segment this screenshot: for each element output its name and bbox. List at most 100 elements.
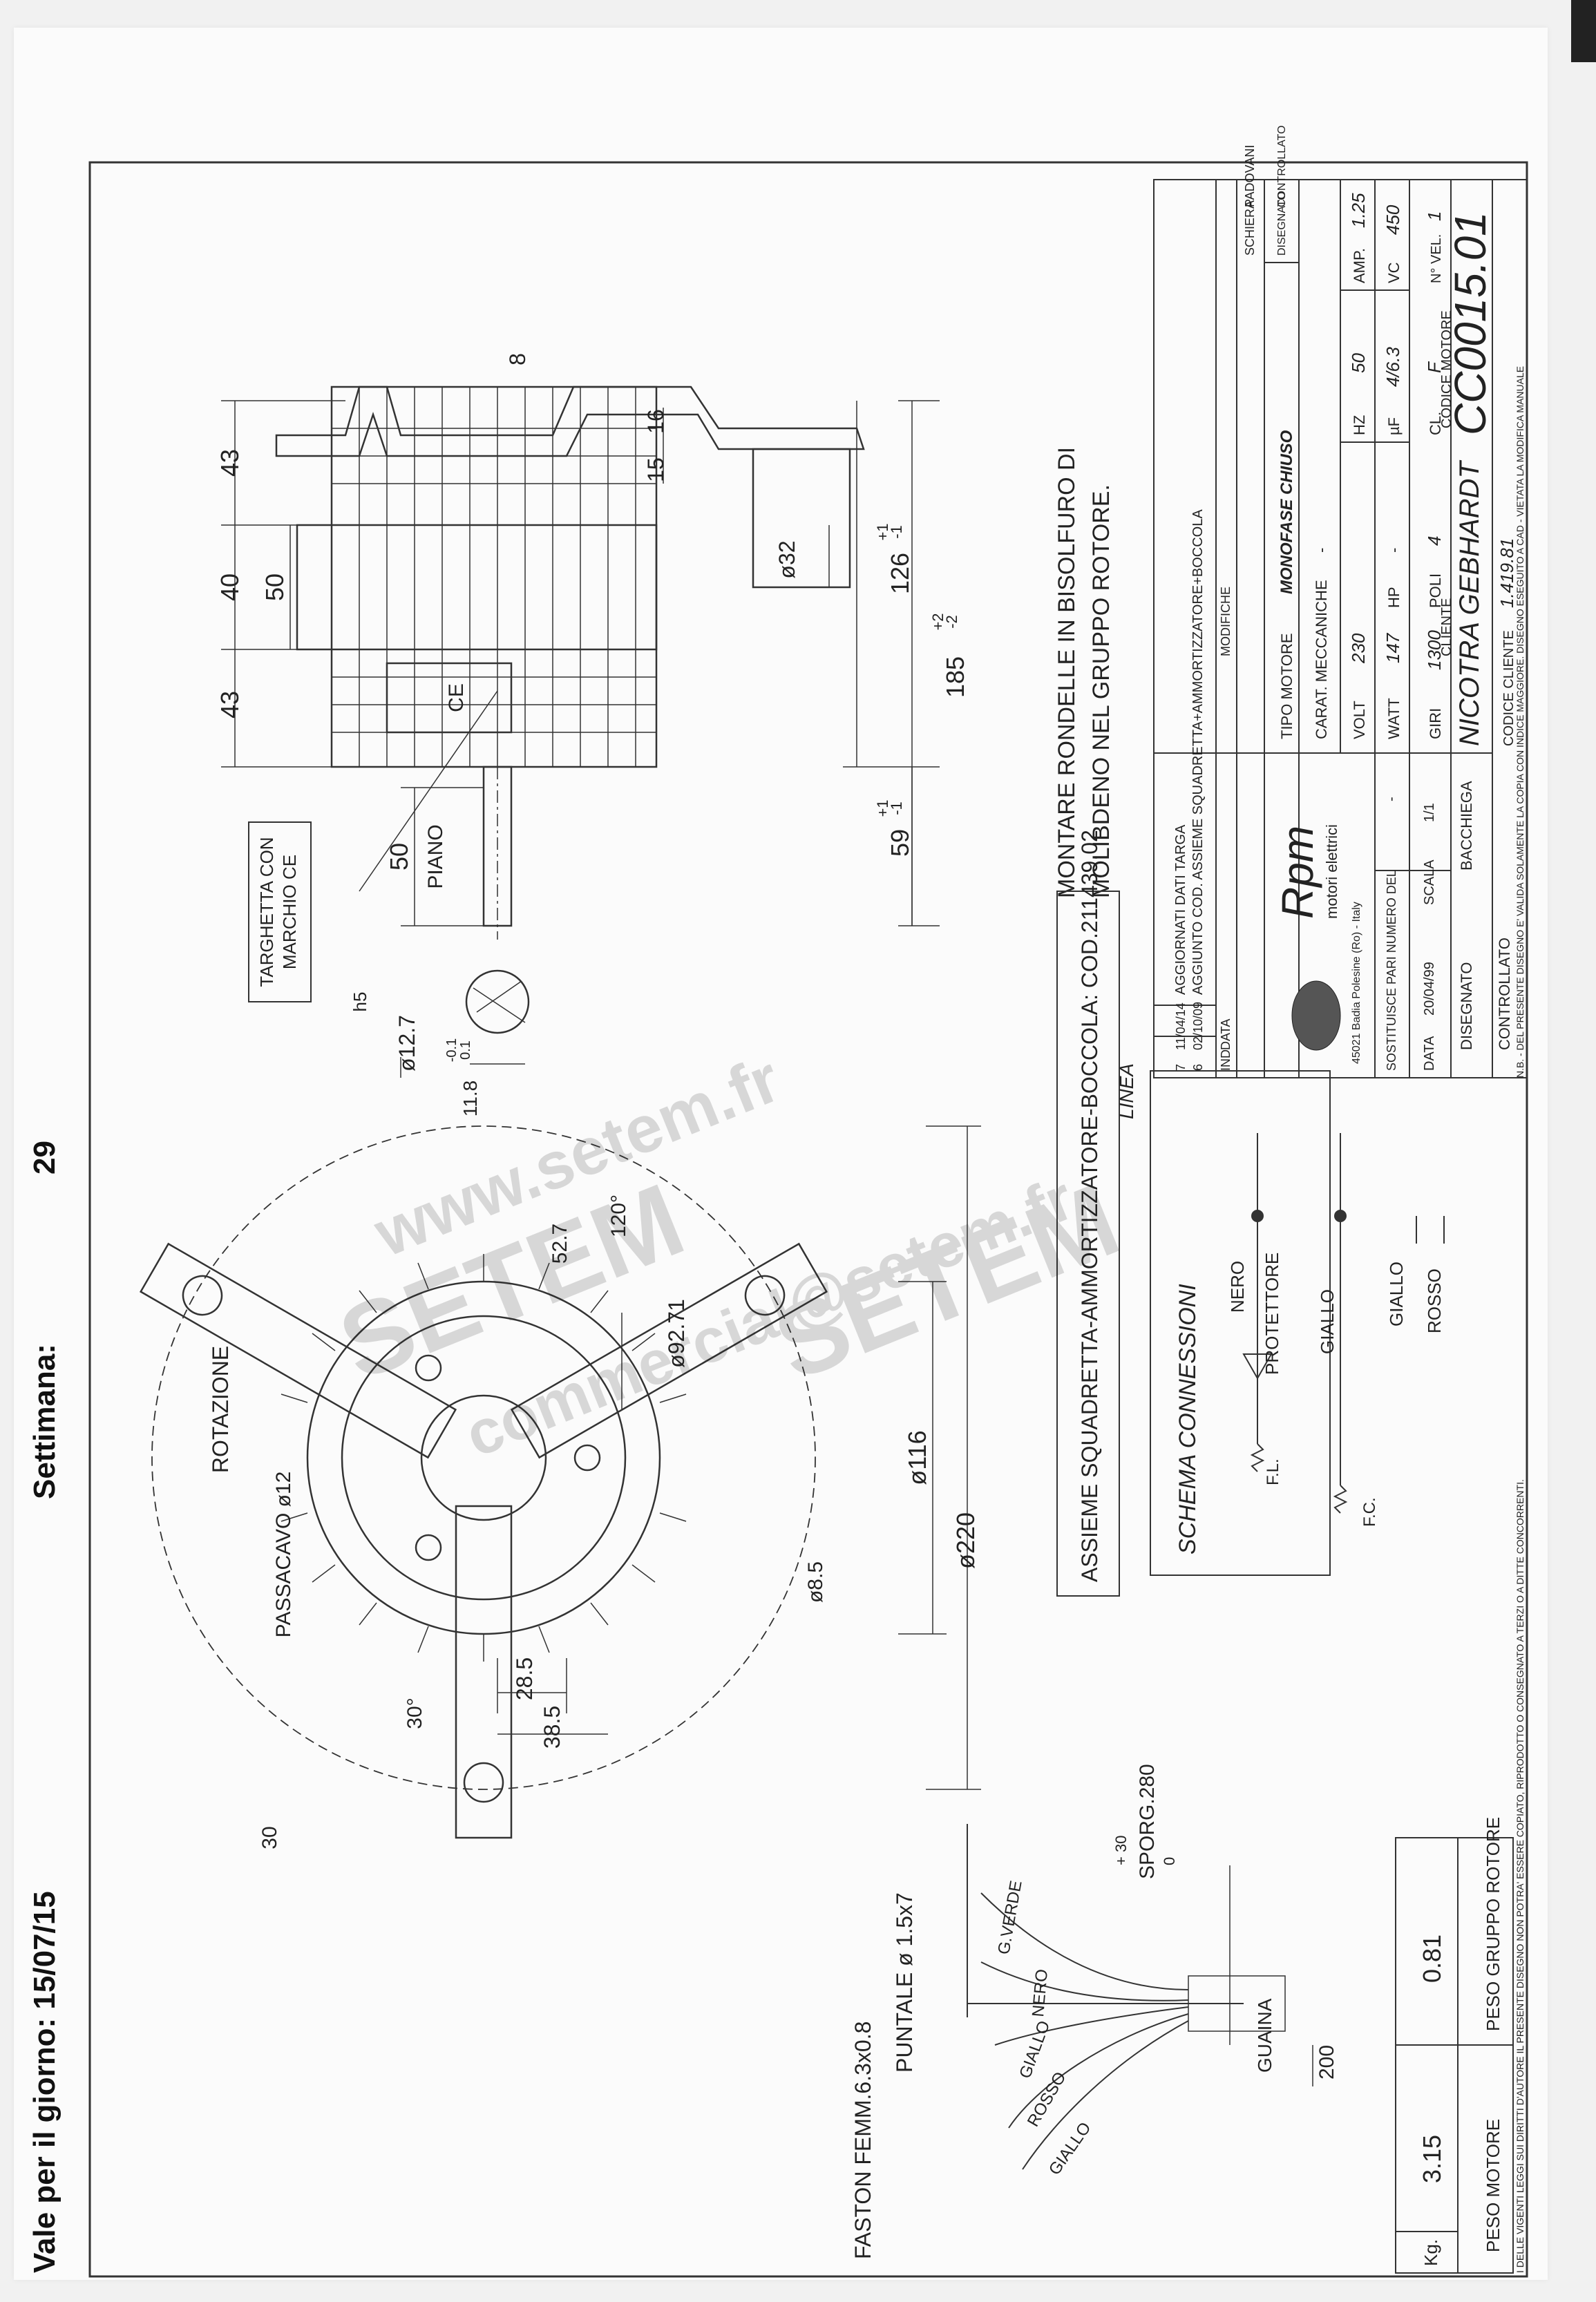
wire-yellow-1: GIALLO: [1016, 2018, 1054, 2081]
weight-unit: Kg.: [1421, 2239, 1441, 2266]
connection-labels: SCHEMA CONNESSIONI LINEA NERO PROTETTORE…: [1116, 1063, 1445, 1554]
dim-120-deg: 120°: [607, 1195, 630, 1237]
rev-hdr-controllato: CONTROLLATO: [1276, 125, 1288, 207]
shaft-tolerance: h5: [350, 992, 370, 1012]
giallo-label-2: GIALLO: [1386, 1262, 1407, 1326]
rotor-weight-label: PESO GRUPPO ROTORE: [1483, 1817, 1503, 2031]
motor-weight: 3.15: [1418, 2135, 1446, 2183]
stator-stack: [296, 524, 658, 651]
dim-185-tol-plus: +2: [929, 613, 947, 630]
rev-7-text: AGGIORNATI DATI TARGA: [1173, 824, 1188, 995]
ce-note-line1: TARGHETTA CON: [256, 837, 277, 987]
replaces-label: SOSTITUISCE PARI NUMERO DEL: [1385, 870, 1398, 1071]
shaft-diameter: ø12.7: [395, 1015, 419, 1072]
amp-label: AMP.: [1351, 248, 1368, 283]
dim-30-deg: 30°: [403, 1697, 426, 1729]
mounting-bracket: [275, 386, 865, 457]
ce-plate: [386, 662, 513, 734]
uf-label: µF: [1385, 417, 1403, 435]
dim-185: 185: [941, 656, 969, 698]
hub: [420, 1394, 547, 1521]
assembly-box: [1056, 891, 1120, 1597]
vc-label: VC: [1385, 262, 1403, 283]
company-logo: Rpm: [1273, 826, 1322, 919]
dim-8: 8: [505, 353, 530, 365]
dim-38-5: 38.5: [540, 1706, 564, 1749]
motor-weight-label: PESO MOTORE: [1483, 2119, 1503, 2252]
ce-note-line2: MARCHIO CE: [279, 855, 300, 969]
cable-drawing: [967, 1824, 1313, 2170]
rev-7-date: 11/04/14: [1174, 1002, 1188, 1050]
dim-116: ø116: [903, 1430, 931, 1485]
flat-label: PIANO: [424, 824, 447, 888]
shaft-flat-tol-plus: -0.1: [444, 1038, 459, 1062]
dim-126: 126: [886, 553, 914, 594]
dim-59-tol-plus: +1: [874, 799, 891, 817]
ce-mark: CE: [445, 683, 468, 712]
notes: MONTARE RONDELLE IN BISOLFURO DI MOLIBDE…: [1054, 447, 1120, 1597]
wire-yellow-2: GIALLO: [1045, 2119, 1095, 2179]
cliente-label: CLIENTE: [1439, 598, 1454, 656]
shaft-flat-dim: 11.8: [459, 1081, 481, 1116]
outer-circle-220: [151, 1125, 816, 1790]
dim-15: 15: [643, 457, 668, 482]
dim-59: 59: [886, 829, 914, 857]
dim-50-shaft: 50: [385, 843, 413, 871]
codice-motore-label: CODICE MOTORE: [1439, 310, 1454, 428]
dim-59-tol-minus: -1: [888, 801, 905, 815]
rev-hdr-disegnato: DISEGNATO: [1276, 191, 1288, 256]
rev-7-ind: 7: [1174, 1064, 1188, 1071]
mech-label: CARAT. MECCANICHE: [1313, 580, 1330, 739]
side-view-labels: 43 40 43 50 8 15 16 ø32 126 +1 -1 185 +2…: [216, 353, 969, 1116]
document-page: [14, 28, 1548, 2280]
connection-schema: [1150, 1070, 1445, 1576]
date-label: DATA: [1422, 1036, 1437, 1071]
puntale-label: PUNTALE ø 1.5x7: [892, 1892, 917, 2073]
dim-43-top: 43: [216, 449, 244, 477]
weight-table: [1395, 1837, 1514, 2274]
watt-value: 147: [1383, 632, 1403, 663]
rev-hdr-data: DATA: [1219, 1019, 1233, 1050]
sporg-tol-plus: + 30: [1112, 1836, 1130, 1865]
checked-by-label: CONTROLLATO: [1496, 938, 1513, 1050]
dim-50-stack: 50: [260, 573, 289, 601]
dim-28-5: 28.5: [512, 1657, 537, 1700]
rev-controllato-by: PADOVANI: [1243, 145, 1257, 207]
linea-label: LINEA: [1116, 1063, 1137, 1119]
washer-note-line2: MOLIBDENO NEL GRUPPO ROTORE.: [1088, 484, 1114, 898]
circle-92: [341, 1315, 627, 1601]
arm-right: [510, 1242, 828, 1459]
cl-label: CL.: [1427, 412, 1444, 435]
rev-hdr-ind: IND: [1219, 1049, 1233, 1071]
sporg-label: SPORG.280: [1136, 1764, 1159, 1879]
cable-entry-label: PASSACAVO ø12: [272, 1472, 295, 1638]
dim-8-5: ø8.5: [804, 1561, 827, 1603]
front-view-labels: ø220 ø116 ø92.71 52.7 120° 30° 28.5 38.5…: [208, 1195, 980, 1849]
giri-value: 1300: [1424, 630, 1445, 670]
rotation-label: ROTAZIONE: [208, 1346, 233, 1473]
rev-6-date: 02/10/09: [1191, 1002, 1205, 1050]
motor-type-value: MONOFASE CHIUSO: [1277, 430, 1296, 594]
washer-note-line1: MONTARE RONDELLE IN BISOLFURO DI: [1054, 447, 1080, 898]
volt-label: VOLT: [1351, 701, 1368, 739]
dim-30: 30: [258, 1826, 281, 1849]
replaces-value: -: [1384, 797, 1399, 801]
scan-edge: [1571, 0, 1596, 62]
dim-43-bottom: 43: [216, 691, 244, 719]
amp-value: 1.25: [1348, 193, 1369, 228]
arm-bottom: [455, 1505, 513, 1839]
nvel-value: 1: [1424, 211, 1445, 221]
assembly-note: ASSIEME SQUADRETTA-AMMORTIZZATORE-BOCCOL…: [1077, 830, 1102, 1582]
side-view: [221, 386, 940, 1078]
faston-label: FASTON FEMM.6.3x0.8: [851, 2022, 875, 2259]
rotor-weight: 0.81: [1418, 1934, 1446, 1983]
company-name: motori elettrici: [1323, 824, 1340, 919]
dim-126-tol-plus: +1: [874, 523, 891, 540]
watt-label: WATT: [1385, 698, 1403, 739]
wire-green: G.VERDE: [994, 1879, 1025, 1956]
fc-label: F.C.: [1360, 1497, 1379, 1527]
codice-cliente-value: 1.419.81: [1497, 538, 1517, 608]
vc-value: 450: [1383, 204, 1403, 235]
shaft-flat-tol-minus: 0.1: [458, 1040, 473, 1060]
